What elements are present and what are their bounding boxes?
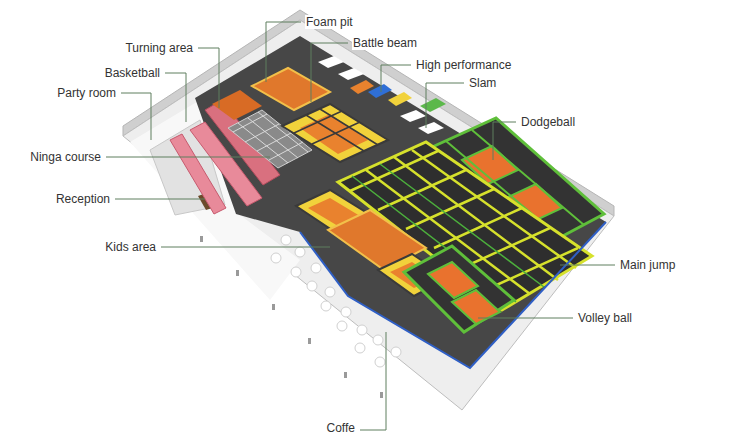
callout-label: Turning area bbox=[124, 41, 194, 55]
callout-label: Slam bbox=[468, 76, 497, 90]
callout-label: Basketball bbox=[104, 66, 161, 80]
callout-label: Ninga course bbox=[29, 150, 102, 164]
callout-label: Kids area bbox=[104, 240, 157, 254]
callout-label: Party room bbox=[56, 86, 117, 100]
callout-label: Coffe bbox=[326, 421, 356, 435]
callout-label: Dodgeball bbox=[520, 115, 576, 129]
callout-label: Battle beam bbox=[352, 36, 418, 50]
callout-label: Reception bbox=[55, 192, 111, 206]
callout-label: Volley ball bbox=[577, 311, 633, 325]
callout-label: High performance bbox=[415, 58, 512, 72]
callout-label: Foam pit bbox=[305, 15, 354, 29]
callout-label: Main jump bbox=[619, 258, 676, 272]
